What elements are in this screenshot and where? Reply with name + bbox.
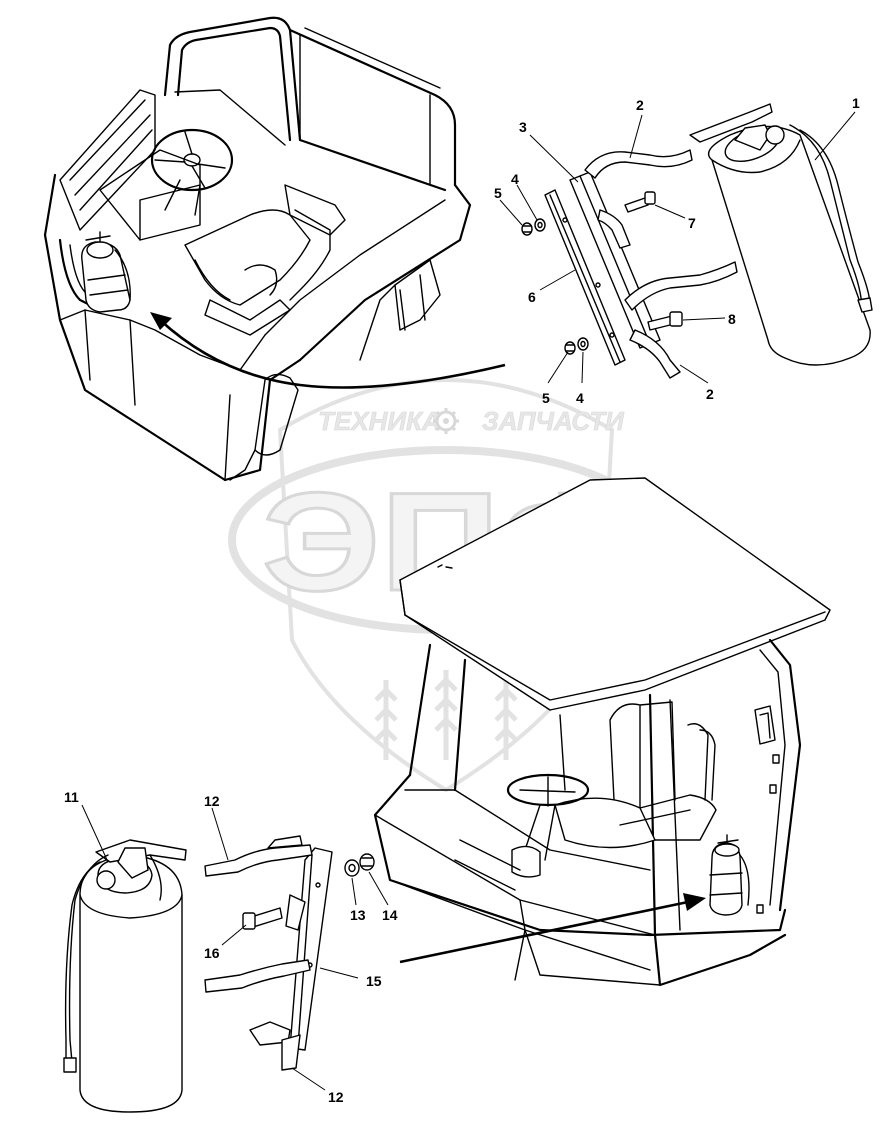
leaders-bottom — [81, 804, 389, 1091]
callout-2-lower: 2 — [706, 386, 714, 402]
arrow-to-open-cab — [159, 319, 506, 389]
callout-8: 8 — [728, 311, 736, 327]
callout-12-upper: 12 — [204, 793, 220, 809]
callout-6: 6 — [528, 289, 536, 305]
extinguisher-part-1 — [689, 103, 873, 366]
extinguisher-small-open-cab — [81, 231, 131, 313]
callout-14: 14 — [382, 907, 398, 923]
arrow-to-enclosed-cab — [399, 900, 689, 964]
bracket-assembly-top — [521, 149, 738, 379]
enclosed-cab — [373, 477, 831, 987]
watermark-text-right: ЗАПЧАСТИ — [482, 406, 625, 436]
callout-2-upper: 2 — [636, 97, 644, 113]
callout-4-upper: 4 — [511, 171, 519, 187]
callout-3: 3 — [519, 119, 527, 135]
bracket-assembly-bottom — [204, 835, 375, 1071]
leaders-top — [499, 111, 856, 384]
watermark-wheat — [374, 670, 518, 760]
callout-1: 1 — [852, 95, 860, 111]
callout-15: 15 — [366, 973, 382, 989]
rops-open-cab — [43, 16, 472, 482]
gear-icon — [433, 408, 459, 434]
callout-13: 13 — [350, 907, 366, 923]
callout-16: 16 — [204, 945, 220, 961]
watermark-text-left: ТЕХНИКА — [318, 406, 441, 436]
callout-labels: 1 2 3 4 5 7 6 8 5 4 2 11 12 13 14 16 15 … — [64, 95, 860, 1105]
callout-7: 7 — [688, 215, 696, 231]
extinguisher-small-enclosed-cab — [709, 834, 750, 916]
callout-5-lower: 5 — [542, 390, 550, 406]
callout-12-lower: 12 — [328, 1089, 344, 1105]
callout-11: 11 — [64, 789, 79, 805]
callout-5-upper: 5 — [494, 185, 502, 201]
callout-4-lower: 4 — [576, 390, 584, 406]
extinguisher-part-11 — [63, 839, 187, 1113]
